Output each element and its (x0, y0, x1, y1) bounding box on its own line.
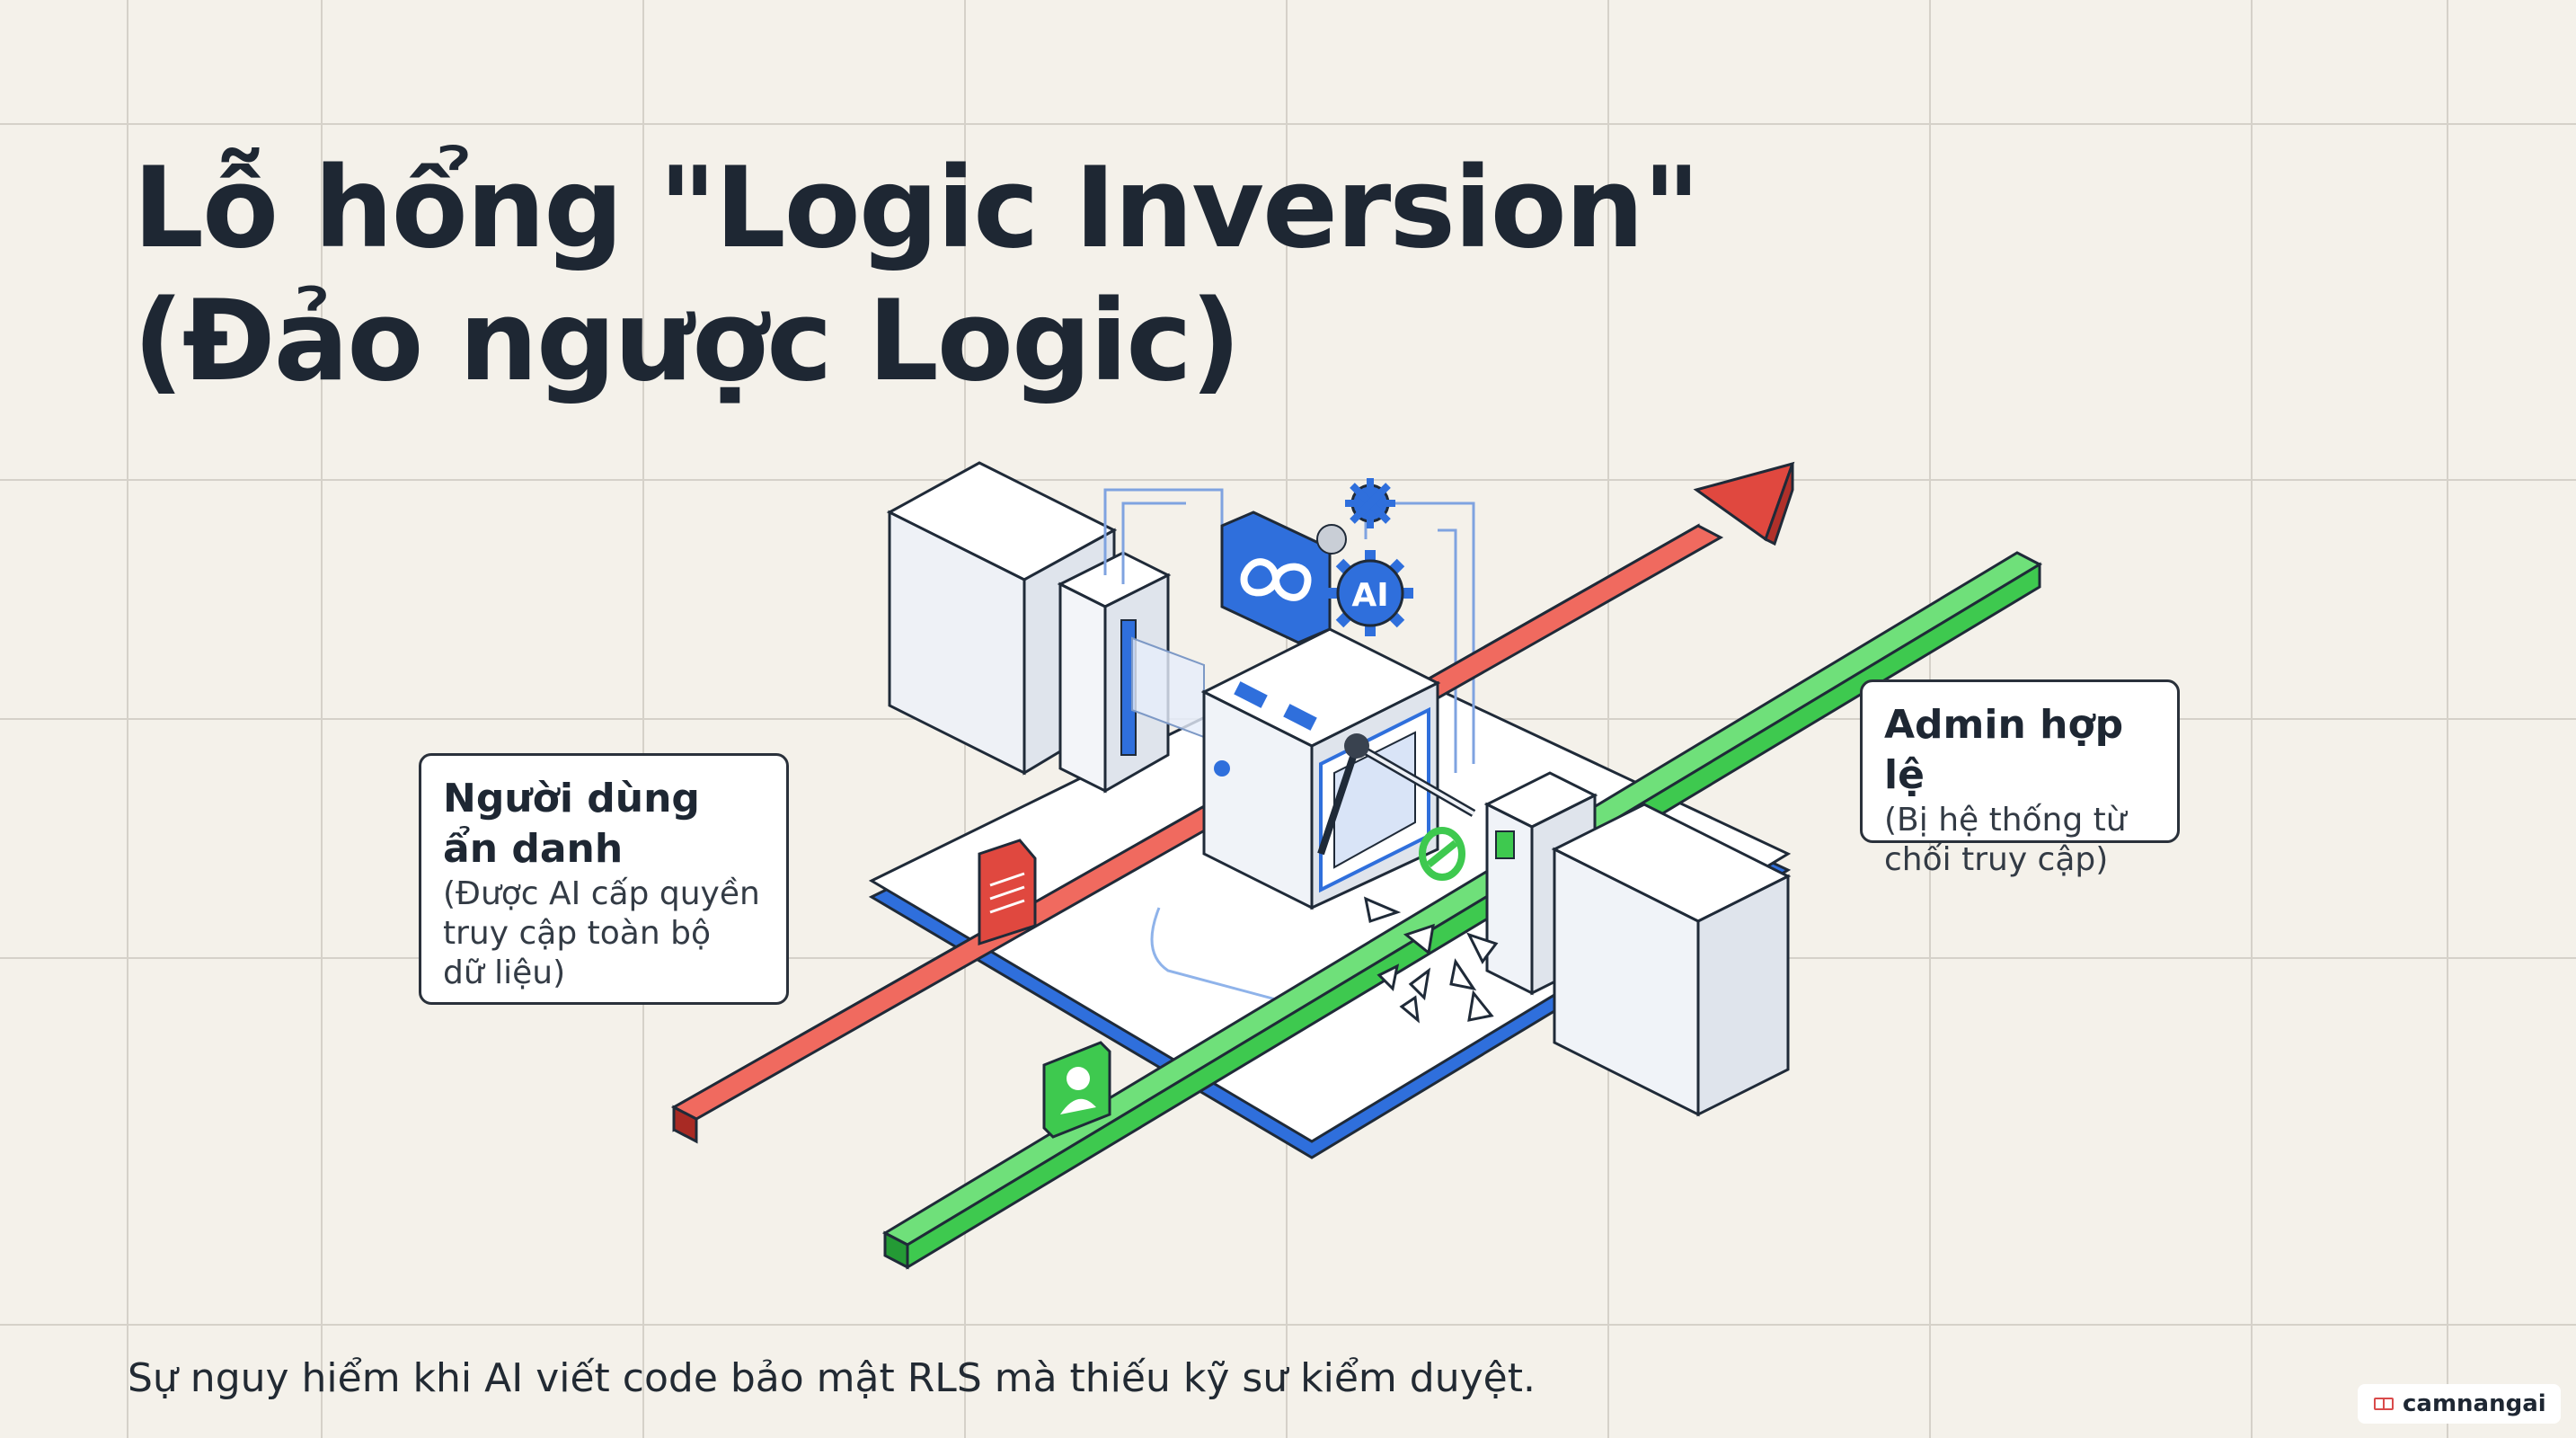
anonymous-callout-desc-2: truy cập toàn bộ (443, 915, 711, 952)
watermark-badge: camnangai (2358, 1384, 2561, 1424)
ai-infinity-badge (1220, 510, 1332, 644)
user-icon (1042, 1041, 1111, 1139)
title-line-1: Lỗ hổng "Logic Inversion" (133, 144, 1701, 273)
anonymous-callout-title-1: Người dùng (443, 776, 700, 821)
anonymous-callout-title-2: ẩn danh (443, 826, 624, 872)
server-box-right (1551, 803, 1792, 1117)
gear-icon-ai: AI (1327, 550, 1413, 636)
infinity-icon (1240, 558, 1312, 601)
no-entry-icon (1419, 827, 1465, 881)
admin-callout-desc-1: (Bị hệ thống từ (1884, 802, 2127, 839)
book-icon (2374, 1398, 2394, 1410)
title-line-2: (Đảo ngược Logic) (133, 277, 1241, 406)
watermark-text: camnangai (2403, 1390, 2546, 1417)
broken-shards (1363, 896, 1499, 1024)
anonymous-user-callout: Người dùng ẩn danh (Được AI cấp quyền tr… (419, 753, 789, 1005)
gear-icon (1345, 478, 1395, 528)
anonymous-callout-desc-3: dữ liệu) (443, 954, 566, 991)
anonymous-callout-desc-1: (Được AI cấp quyền (443, 875, 760, 912)
green-path-bar (881, 551, 2043, 1270)
admin-callout: Admin hợp lệ (Bị hệ thống từ chối truy c… (1860, 679, 2180, 878)
admin-callout-desc-2: chối truy cập) (1884, 841, 2109, 878)
admin-callout-title: Admin hợp lệ (1884, 702, 2124, 798)
footer-caption: Sự nguy hiểm khi AI viết code bảo mật RL… (128, 1355, 1536, 1401)
document-icon (978, 839, 1037, 946)
page-title: Lỗ hổng "Logic Inversion" (Đảo ngược Log… (133, 142, 1701, 408)
gear-icon-grey (1316, 524, 1347, 555)
turnstile (1200, 627, 1476, 910)
ai-badge-label: AI (1351, 577, 1388, 614)
